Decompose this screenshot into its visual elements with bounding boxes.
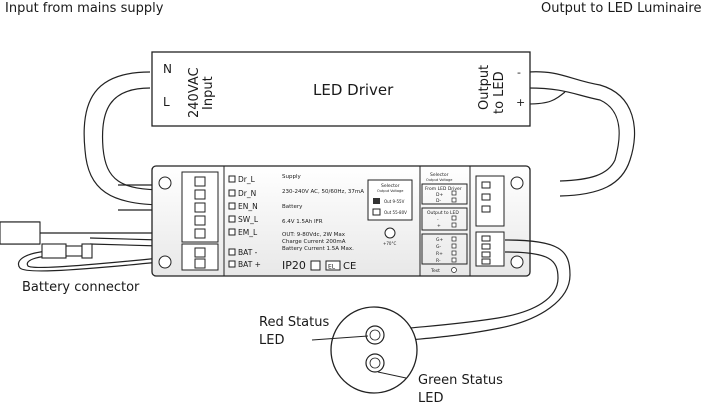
supply-title: Supply — [282, 174, 301, 180]
green-led-leader — [377, 371, 407, 379]
led-driver-title: LED Driver — [313, 81, 394, 99]
g-plus-label: G+ — [436, 237, 443, 243]
selector-subtitle: Output Voltage — [377, 189, 403, 193]
input-voltage-label: 240VAC — [187, 67, 202, 118]
from-driver-label: From LED Driver — [425, 186, 462, 192]
battery-connector-label: Battery connector — [22, 280, 140, 295]
input-mains-label: Input from mains supply — [5, 1, 164, 16]
input-word-label: Input — [201, 76, 216, 110]
battery-connector — [0, 221, 93, 259]
terminal-em-l: EM_L — [238, 228, 258, 237]
el-mark: EL — [328, 264, 336, 271]
green-status-label: Green Status — [418, 373, 503, 388]
input-cable — [83, 71, 170, 211]
terminal-sw-l: SW_L — [238, 215, 259, 224]
terminal-bat-plus: BAT + — [238, 260, 261, 269]
output-plus-label: + — [516, 96, 525, 109]
status-led-housing — [330, 306, 418, 394]
output-word-label: Output — [477, 65, 492, 110]
g-minus-label: G- — [436, 244, 441, 250]
supply-spec: 230-240V AC, 50/60Hz, 37mA — [282, 189, 364, 195]
d-minus-label: D- — [436, 198, 441, 204]
red-status-label: Red Status — [259, 315, 329, 330]
terminal-dr-l: Dr_L — [238, 175, 256, 184]
r-plus-label: R+ — [436, 251, 443, 257]
d-plus-label: D+ — [436, 192, 443, 198]
output-minus-label: - — [517, 66, 521, 79]
temp-rating: +70°C — [383, 241, 396, 246]
led-driver: N L 240VAC Input LED Driver Output to LE… — [151, 51, 531, 127]
red-led-leader — [311, 335, 369, 341]
selector-title: Selector — [381, 183, 400, 189]
battery-current: Battery Current 1.5A Max. — [282, 246, 354, 252]
selector-option-2: Out 55-80V — [384, 210, 407, 215]
ip-rating: IP20 — [282, 259, 306, 272]
module-out-plus: + — [437, 223, 441, 229]
output-led-label: Output to LED Luminaire — [541, 1, 701, 16]
emergency-module: Dr_L Dr_N EN_N SW_L EM_L BAT - BAT + Sup… — [151, 165, 531, 277]
terminal-en-n: EN_N — [238, 202, 258, 211]
selector-option-1: Out 9-55V — [384, 199, 405, 204]
test-label: Test — [430, 268, 440, 274]
battery-title: Battery — [282, 204, 303, 210]
charge-current: Charge Current 200mA — [282, 239, 346, 245]
battery-spec: 6.4V 1.5Ah IFR — [282, 219, 323, 225]
green-status-led-word: LED — [418, 391, 443, 406]
module-out-minus: - — [437, 218, 439, 223]
right-selector-sub: Output Voltage — [426, 178, 452, 182]
right-selector-title: Selector — [430, 172, 449, 178]
to-led-label: to LED — [492, 71, 507, 114]
status-led-cable — [409, 239, 571, 341]
terminal-dr-n: Dr_N — [238, 189, 256, 198]
output-cable — [527, 71, 636, 197]
red-status-led-word: LED — [259, 333, 284, 348]
ce-mark: CE — [343, 261, 356, 272]
output-to-led-label: Output to LED — [427, 210, 459, 216]
live-label: L — [163, 95, 170, 109]
r-minus-label: R- — [436, 258, 441, 264]
out-spec: OUT: 9-80Vdc, 2W Max — [282, 232, 346, 238]
neutral-label: N — [163, 62, 172, 76]
terminal-bat-minus: BAT - — [238, 248, 258, 257]
